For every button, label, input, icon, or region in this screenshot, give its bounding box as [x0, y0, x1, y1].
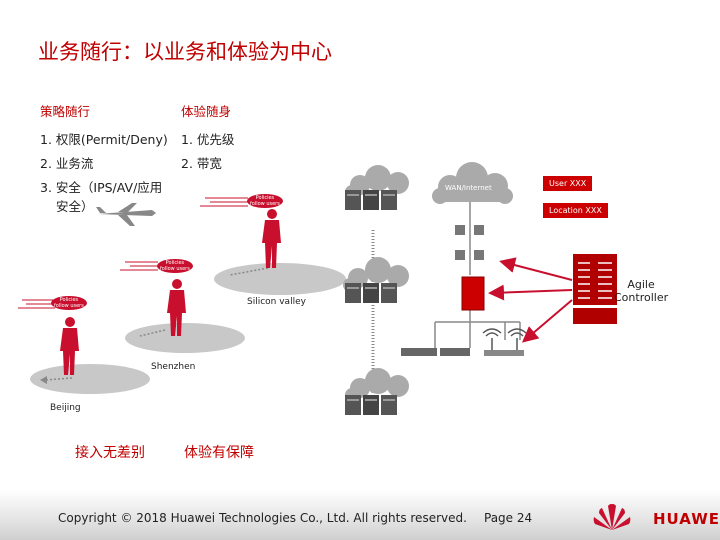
- switch-icon: [474, 225, 484, 235]
- user-box: User XXX: [543, 176, 593, 191]
- switch-icon: [455, 225, 465, 235]
- beijing-platform: [30, 364, 150, 394]
- strategy-heading: 策略随行: [40, 104, 91, 119]
- agile-controller-label: Agile Controller: [614, 278, 669, 304]
- page-number: Page 24: [484, 511, 533, 525]
- page-title: 业务随行：以业务和体验为中心: [38, 40, 332, 64]
- strategy-item-3: 3. 安全（IPS/AV/应用: [40, 180, 163, 195]
- huawei-brand: HUAWEI: [653, 510, 720, 528]
- location-box: Location XXX: [543, 203, 608, 218]
- huawei-logo-icon: [593, 504, 631, 530]
- access-label: 接入无差别: [75, 445, 145, 461]
- wan-label: WAN/Internet: [445, 184, 492, 192]
- access-switch-icon: [440, 348, 470, 356]
- agile-controller-icon: [573, 254, 617, 324]
- strategy-item-2: 2. 业务流: [40, 156, 94, 171]
- access-switch-icon: [401, 348, 437, 356]
- airplane-icon: [96, 203, 156, 226]
- server-rack-icon: [345, 190, 397, 210]
- server-rack-icon: [345, 283, 397, 303]
- user-figure-beijing: [60, 317, 79, 375]
- server-rack-icon: [345, 395, 397, 415]
- switch-icon: [455, 250, 465, 260]
- user-figure-silicon-valley: [262, 209, 281, 268]
- switch-icon: [474, 250, 484, 260]
- experience-item-2: 2. 带宽: [181, 156, 222, 171]
- footer-bar: [0, 490, 720, 540]
- strategy-item-3-cont: 安全）: [56, 199, 94, 214]
- silicon-valley-platform: [214, 263, 346, 295]
- shenzhen-platform: [125, 323, 245, 353]
- location-shenzhen: Shenzhen: [151, 362, 196, 372]
- location-beijing: Beijing: [50, 403, 81, 413]
- strategy-item-1: 1. 权限(Permit/Deny): [40, 132, 168, 147]
- wan-cloud-icon: [432, 162, 513, 204]
- cloud-icon: [345, 368, 409, 402]
- network-diagram: [18, 162, 617, 415]
- user-figure-shenzhen: [167, 279, 186, 336]
- experience-item-1: 1. 优先级: [181, 132, 235, 147]
- core-switch-icon: [461, 276, 485, 311]
- copyright-text: Copyright © 2018 Huawei Technologies Co.…: [58, 511, 467, 525]
- experience-label: 体验有保障: [184, 445, 254, 461]
- experience-heading: 体验随身: [181, 104, 232, 119]
- location-silicon-valley: Silicon valley: [247, 297, 306, 307]
